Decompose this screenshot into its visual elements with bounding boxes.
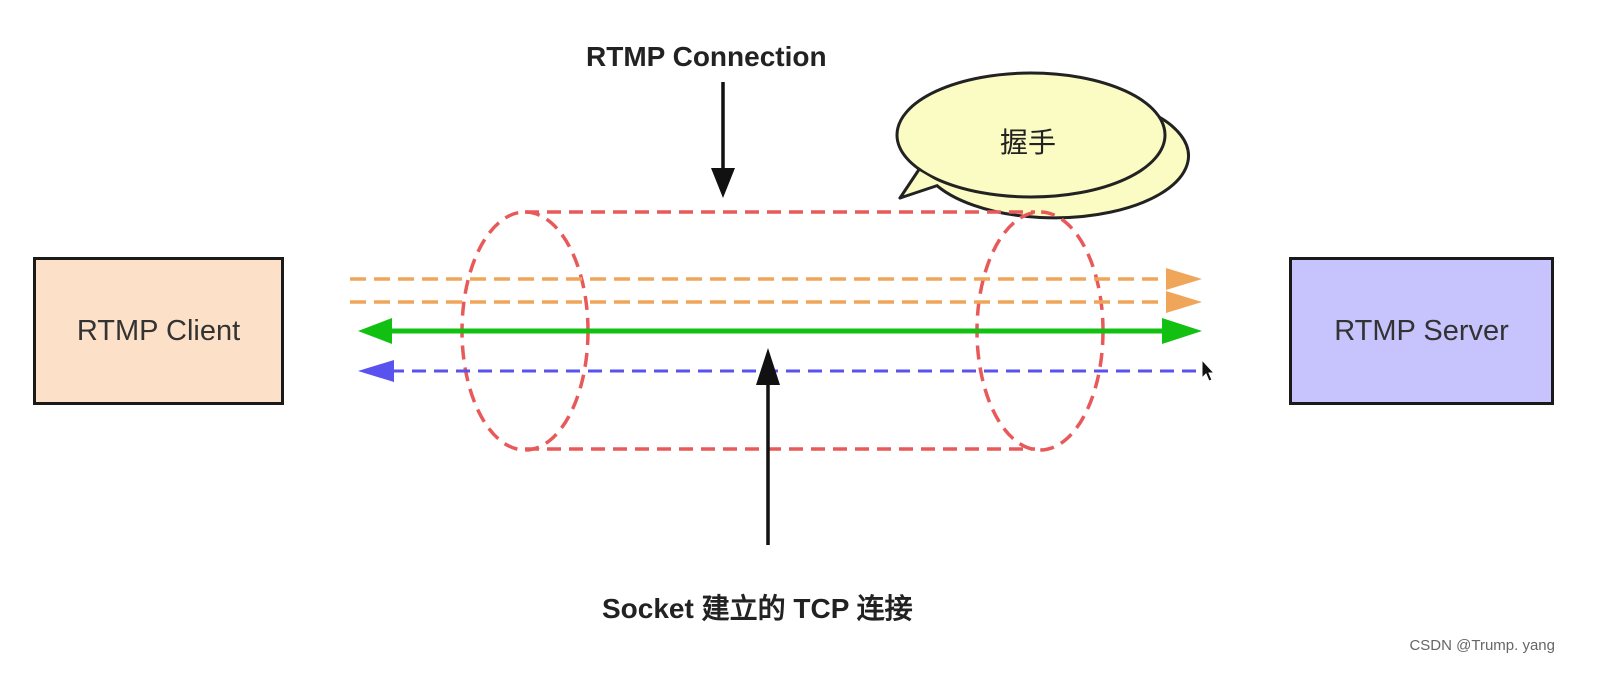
tcp-connection-label: Socket 建立的 TCP 连接 bbox=[602, 593, 913, 624]
green-arrowhead-left bbox=[358, 318, 392, 344]
rtmp-server-box: RTMP Server bbox=[1289, 257, 1554, 405]
green-arrow bbox=[358, 318, 1202, 344]
connection-pointer-arrow bbox=[711, 82, 735, 198]
blue-arrow bbox=[358, 360, 1200, 382]
rtmp-client-label: RTMP Client bbox=[76, 314, 241, 347]
rtmp-client-box: RTMP Client bbox=[33, 257, 284, 405]
orange-arrowhead-1 bbox=[1166, 268, 1202, 290]
handshake-bubble bbox=[895, 71, 1190, 220]
rtmp-connection-label: RTMP Connection bbox=[586, 41, 827, 72]
orange-arrows bbox=[350, 268, 1202, 313]
tcp-pointer-arrow bbox=[756, 348, 780, 545]
blue-arrowhead bbox=[358, 360, 394, 382]
green-arrowhead-right bbox=[1162, 318, 1202, 344]
orange-arrowhead-2 bbox=[1166, 291, 1202, 313]
handshake-label: 握手 bbox=[1000, 126, 1057, 159]
mouse-cursor-icon bbox=[1201, 358, 1216, 382]
rtmp-server-label: RTMP Server bbox=[1334, 314, 1509, 347]
watermark: CSDN @Trump. yang bbox=[1409, 637, 1555, 654]
